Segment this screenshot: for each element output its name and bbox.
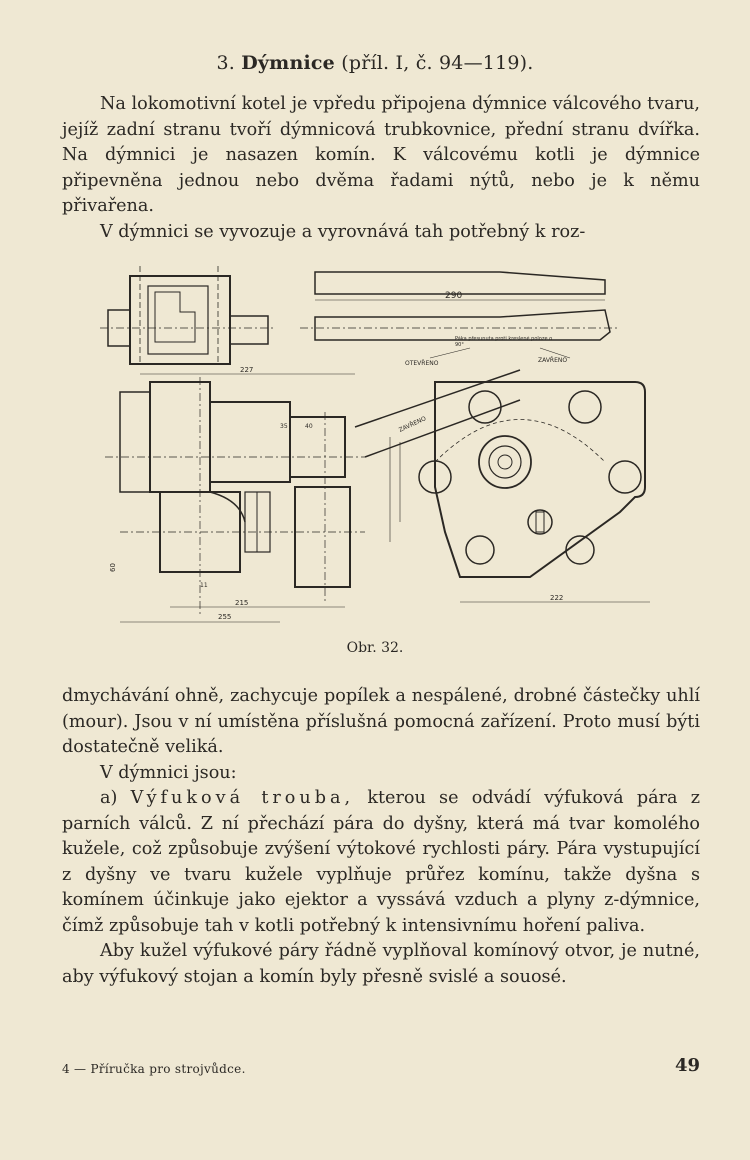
term-vyfukova-trouba: Výfuková trouba, bbox=[130, 788, 355, 808]
label-zavreno-2: ZAVŘENO bbox=[397, 414, 427, 434]
top-left-valve-view bbox=[100, 266, 275, 365]
paragraph-3: dmychávání ohně, zachycuje popílek a nes… bbox=[62, 686, 700, 757]
paragraph-5: a) Výfuková trouba, kterou se odvádí výf… bbox=[62, 786, 700, 939]
page-number: 49 bbox=[674, 1055, 700, 1076]
dim-255: 255 bbox=[218, 613, 231, 621]
lever-handle: 290 bbox=[300, 271, 620, 341]
figure-caption: Obr. 32. bbox=[346, 640, 404, 656]
paragraph-1: Na lokomotivní kotel je vpředu připojena… bbox=[62, 94, 700, 216]
side-plate-view: ZAVŘENO 222 bbox=[354, 369, 650, 603]
paragraph-4: V dýmnici jsou: bbox=[100, 762, 237, 783]
dim-11: 11 bbox=[200, 582, 208, 589]
technical-drawing: 290 OTEVŘENO ZAVŘENO Páka přesunuta prot… bbox=[100, 266, 650, 623]
dim-60: 60 bbox=[109, 563, 117, 572]
paragraph-5-text: kterou se odvádí výfuková pára z parních… bbox=[62, 788, 700, 936]
annotations-top: OTEVŘENO ZAVŘENO Páka přesunuta proti kr… bbox=[405, 336, 571, 367]
section-heading: 3. Dýmnice (příl. I, č. 94—119). bbox=[0, 52, 750, 74]
dim-227: 227 bbox=[240, 366, 253, 374]
dim-40: 40 bbox=[305, 423, 313, 430]
section-reference: (příl. I, č. 94—119). bbox=[341, 52, 534, 74]
lever-note: Páka přesunuta proti kreslené poloze o 9… bbox=[455, 336, 553, 348]
footer-signature: 4 — Příručka pro strojvůdce. bbox=[62, 1062, 246, 1076]
body-text: dmychávání ohně, zachycuje popílek a nes… bbox=[62, 684, 700, 990]
dim-35: 35 bbox=[280, 423, 288, 430]
paragraph-6: Aby kužel výfukové páry řádně vyplňoval … bbox=[62, 941, 700, 987]
dim-215: 215 bbox=[235, 599, 248, 607]
label-zavreno: ZAVŘENO bbox=[538, 356, 567, 364]
label-otevreno: OTEVŘENO bbox=[405, 359, 439, 367]
item-marker: a) bbox=[100, 788, 118, 808]
dim-290: 290 bbox=[445, 291, 462, 301]
main-section-view: 227 215 255 60 35 40 11 bbox=[105, 366, 365, 623]
section-title: Dýmnice bbox=[241, 52, 335, 74]
paragraph-2: V dýmnici se vyvozuje a vyrovnává tah po… bbox=[100, 221, 586, 242]
section-number: 3. bbox=[216, 52, 235, 74]
dim-222: 222 bbox=[550, 594, 563, 602]
intro-text: Na lokomotivní kotel je vpředu připojena… bbox=[62, 92, 700, 245]
